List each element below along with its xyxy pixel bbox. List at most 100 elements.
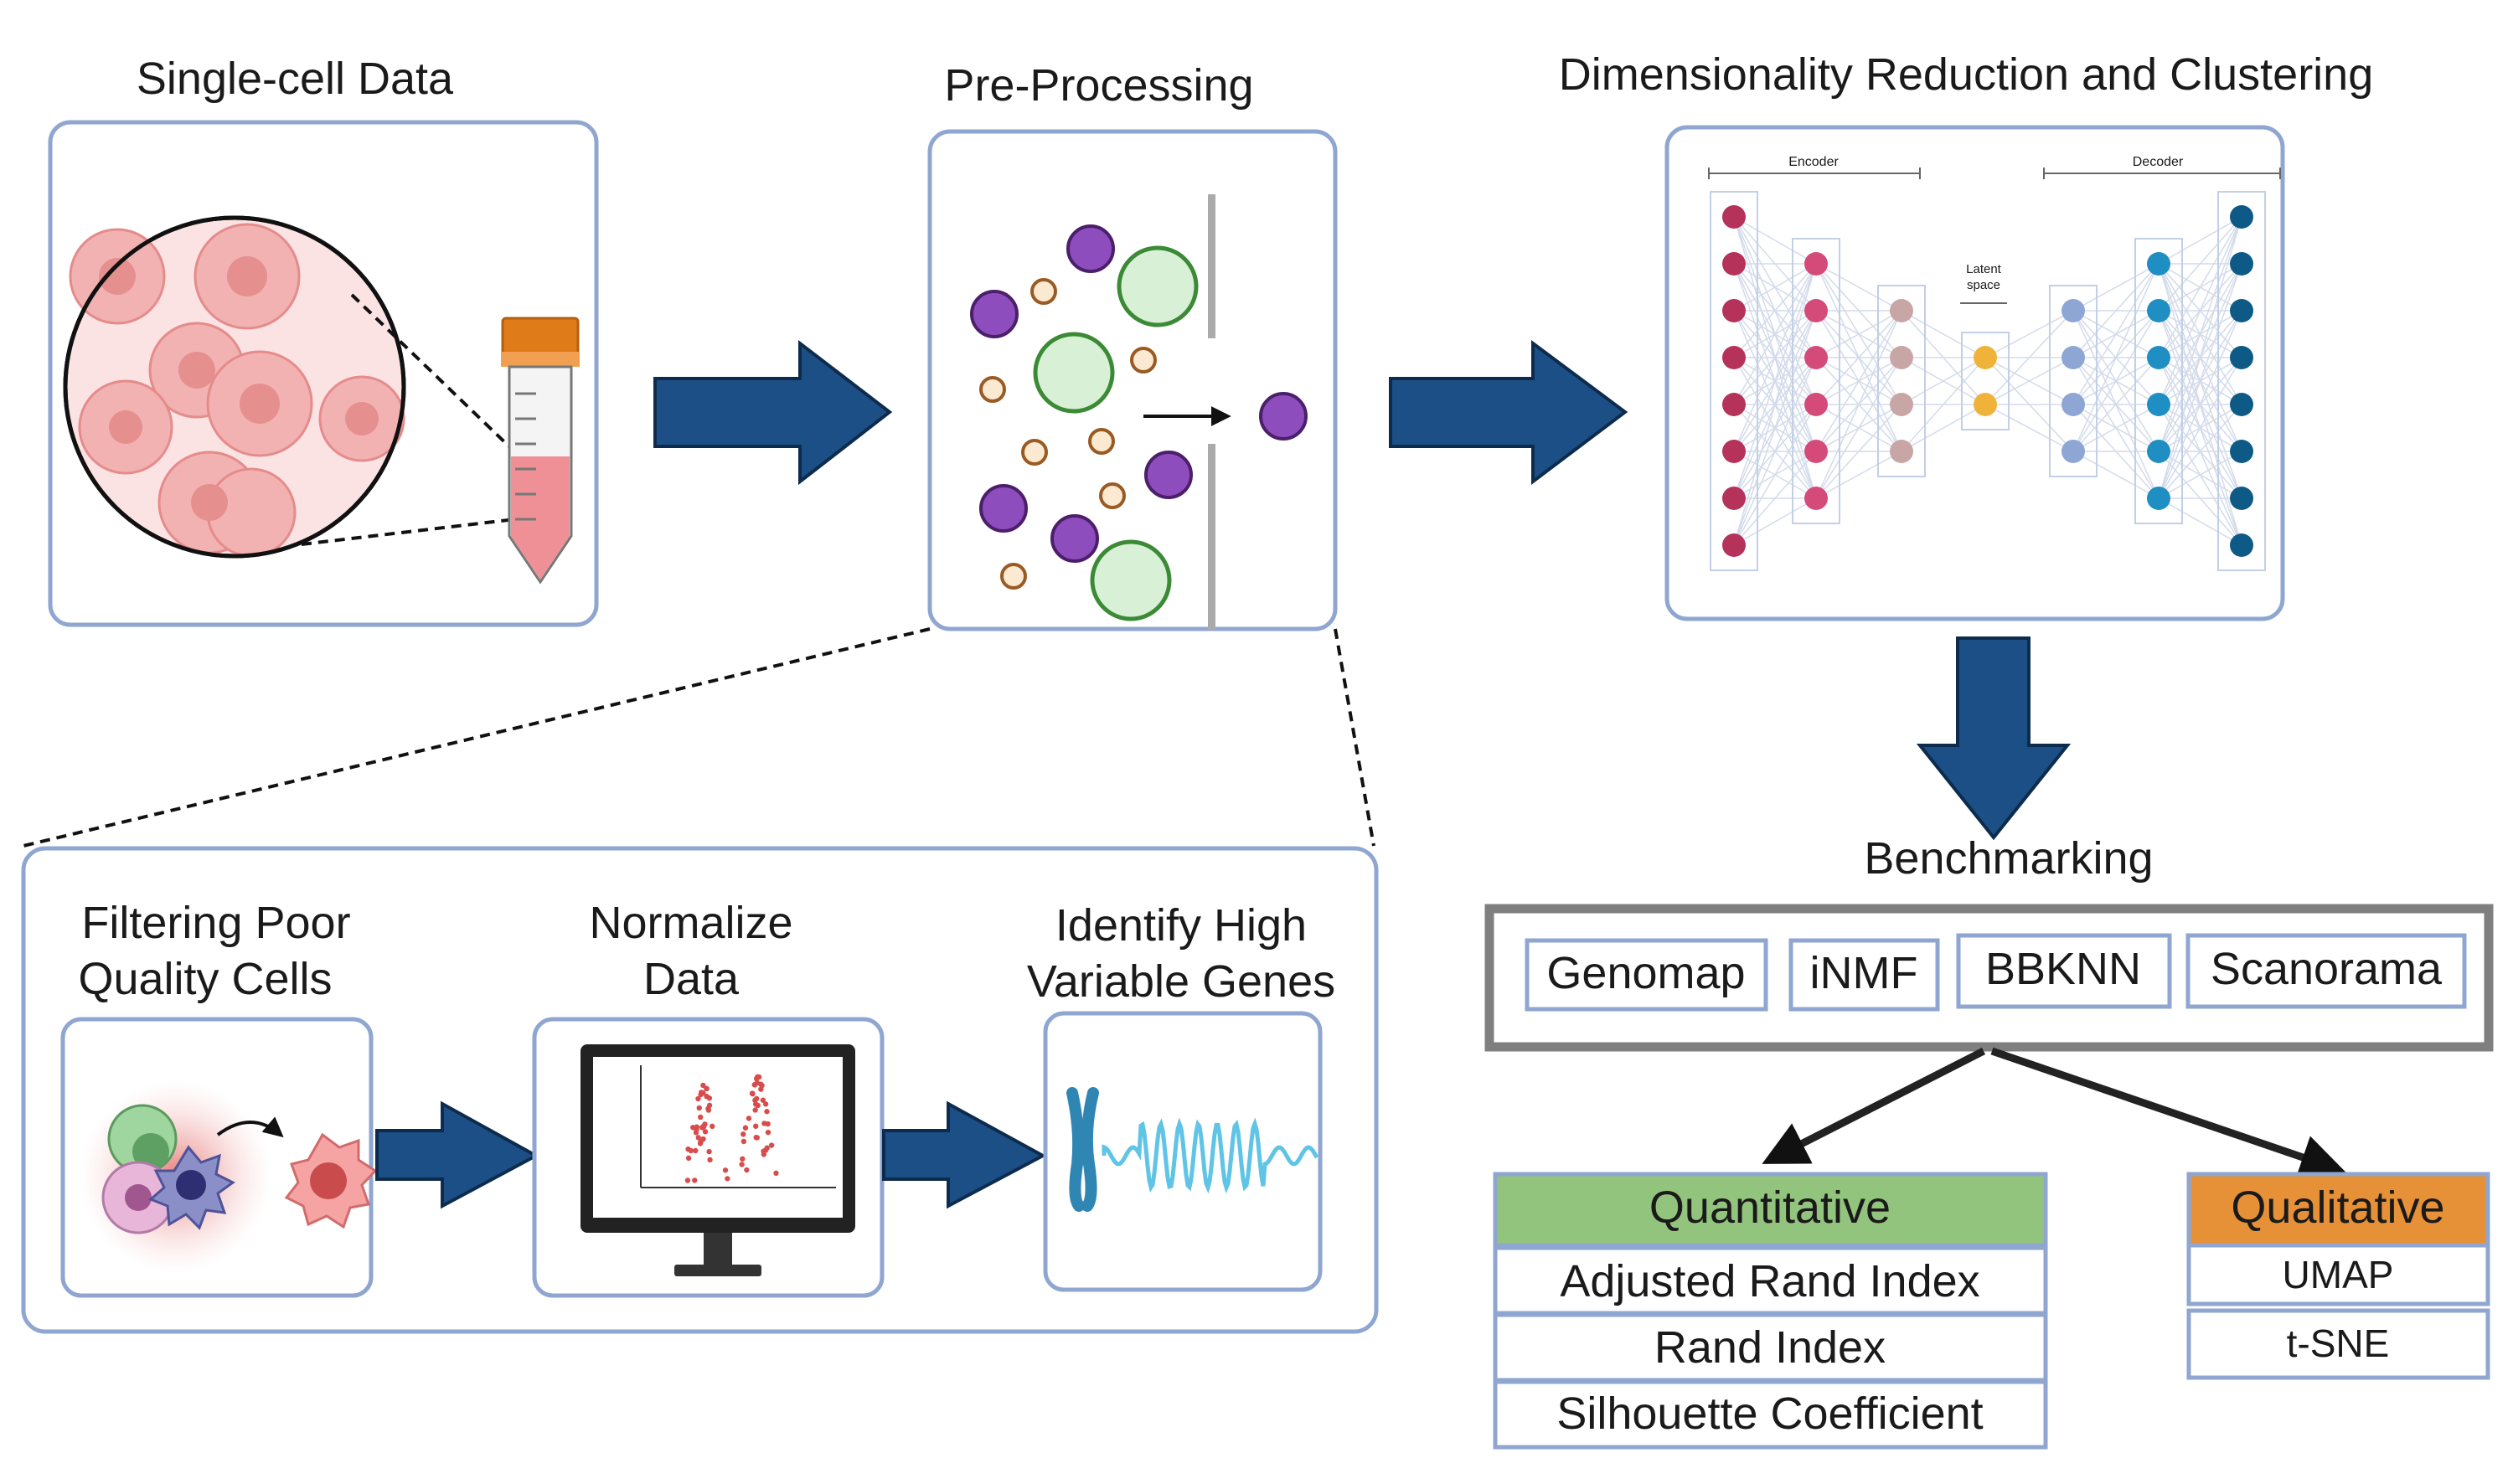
network-node bbox=[1804, 299, 1828, 322]
network-node bbox=[2230, 205, 2253, 229]
metric-label: Rand Index bbox=[1654, 1322, 1886, 1373]
immune-cells-icon bbox=[80, 1080, 378, 1273]
network-node bbox=[2061, 299, 2085, 322]
plot-dot bbox=[765, 1129, 771, 1136]
plot-dot bbox=[696, 1105, 702, 1111]
network-node bbox=[1722, 440, 1746, 463]
plot-dot bbox=[744, 1167, 750, 1173]
flow-arrow-icon bbox=[1389, 340, 1628, 486]
plot-dot bbox=[753, 1123, 759, 1129]
cell-magnification-icon bbox=[63, 215, 517, 559]
qualitative-label: t-SNE bbox=[2287, 1322, 2390, 1365]
qualitative-label: UMAP bbox=[2283, 1253, 2394, 1296]
plot-dot bbox=[762, 1101, 769, 1107]
network-layer bbox=[1961, 332, 2010, 430]
latent-label-1: Latent bbox=[1966, 262, 2002, 276]
network-node bbox=[2147, 440, 2170, 463]
plot-dot bbox=[707, 1157, 713, 1163]
method-box-scanorama bbox=[2185, 933, 2467, 1009]
method-label: BBKNN bbox=[1985, 944, 2141, 994]
network-layer bbox=[1877, 285, 1926, 477]
plot-dot bbox=[773, 1170, 779, 1177]
network-node bbox=[1722, 299, 1746, 322]
plot-dot bbox=[695, 1135, 701, 1141]
plot-dot bbox=[702, 1129, 709, 1135]
network-node bbox=[2230, 299, 2253, 322]
plot-dot bbox=[764, 1109, 770, 1115]
chromosome-dna-icon bbox=[1066, 1087, 1319, 1212]
network-node bbox=[2230, 393, 2253, 416]
plot-dot bbox=[684, 1177, 691, 1183]
network-node bbox=[1804, 440, 1828, 463]
decoder-label: Decoder bbox=[2133, 155, 2184, 169]
network-node bbox=[2147, 346, 2170, 369]
flow-arrow-icon bbox=[653, 339, 893, 486]
metric-row bbox=[1493, 1379, 2048, 1450]
network-node bbox=[2147, 252, 2170, 276]
plot-dot bbox=[690, 1125, 696, 1131]
plot-dot bbox=[752, 1107, 758, 1113]
network-node bbox=[2061, 440, 2085, 463]
plot-dot bbox=[697, 1141, 704, 1146]
autoencoder-icon: Encoder Decoder Latent space bbox=[1708, 155, 2281, 571]
flow-arrow-icon bbox=[375, 1100, 540, 1209]
network-node bbox=[1804, 346, 1828, 369]
plot-dot bbox=[695, 1095, 701, 1102]
network-layer bbox=[2049, 285, 2098, 477]
method-box-inmf bbox=[1788, 938, 1940, 1012]
network-node bbox=[2061, 393, 2085, 416]
network-node bbox=[1722, 533, 1746, 557]
network-node bbox=[2230, 533, 2253, 557]
plot-dot bbox=[746, 1116, 752, 1121]
network-node bbox=[1890, 346, 1913, 369]
metric-label: Silhouette Coefficient bbox=[1556, 1389, 1983, 1439]
method-label: Scanorama bbox=[2211, 944, 2443, 994]
network-node bbox=[2230, 440, 2253, 463]
plot-dot bbox=[749, 1090, 756, 1096]
qualitative-header bbox=[2186, 1172, 2490, 1248]
network-node bbox=[1722, 252, 1746, 276]
network-node bbox=[2230, 487, 2253, 510]
plot-dot bbox=[758, 1086, 764, 1092]
monitor-plot-icon bbox=[581, 1044, 855, 1276]
latent-label-2: space bbox=[1967, 278, 2000, 292]
plot-dot bbox=[710, 1123, 715, 1130]
plot-dot bbox=[761, 1148, 766, 1154]
benchmarking-title: Benchmarking bbox=[1864, 833, 2153, 884]
plot-dot bbox=[739, 1162, 745, 1167]
network-node bbox=[1890, 299, 1913, 322]
plot-dot bbox=[740, 1131, 746, 1137]
plot-dot bbox=[692, 1177, 698, 1183]
plot-dot bbox=[704, 1093, 710, 1100]
dim-reduction-title: Dimensionality Reduction and Clustering bbox=[1559, 49, 2374, 100]
network-node bbox=[1722, 393, 1746, 416]
cell-filter-icon bbox=[970, 194, 1308, 630]
network-node bbox=[1722, 205, 1746, 229]
plot-dot bbox=[722, 1167, 729, 1173]
quantitative-header-label: Quantitative bbox=[1649, 1183, 1891, 1233]
network-node bbox=[1974, 346, 1997, 369]
plot-dot bbox=[740, 1138, 747, 1145]
network-node bbox=[2061, 346, 2085, 369]
plot-dot bbox=[705, 1105, 711, 1111]
plot-dot bbox=[698, 1114, 704, 1121]
network-node bbox=[2147, 487, 2170, 510]
filter-step-title-1: Filtering Poor bbox=[81, 898, 350, 948]
flow-arrow-icon bbox=[882, 1100, 1047, 1209]
preprocessing-panel bbox=[927, 129, 1338, 631]
plot-dot bbox=[761, 1121, 767, 1126]
test-tube-icon bbox=[501, 317, 580, 585]
hvg-step-title-2: Variable Genes bbox=[1027, 956, 1335, 1007]
metric-row bbox=[1493, 1245, 2048, 1316]
network-node bbox=[1722, 487, 1746, 510]
plot-dot bbox=[754, 1135, 760, 1141]
network-node bbox=[1804, 393, 1828, 416]
method-label: Genomap bbox=[1546, 948, 1745, 998]
plot-dot bbox=[688, 1147, 694, 1154]
plot-dot bbox=[693, 1147, 699, 1154]
plot-dot bbox=[751, 1082, 758, 1088]
plot-dot bbox=[756, 1074, 762, 1080]
network-layer bbox=[1710, 191, 1758, 571]
network-layers bbox=[1710, 191, 2266, 571]
plot-dot bbox=[768, 1142, 775, 1148]
